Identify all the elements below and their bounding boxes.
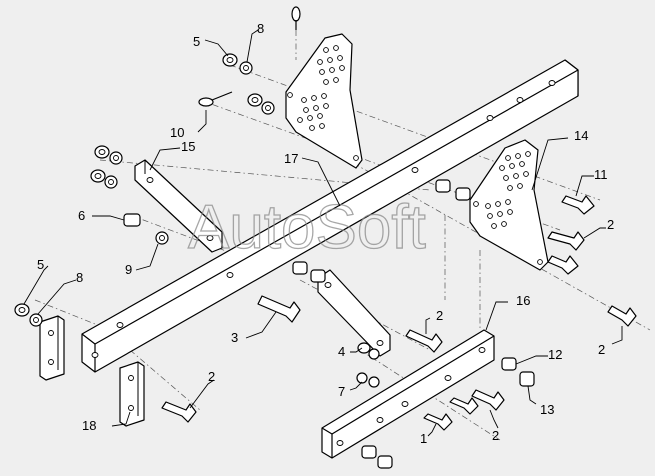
callout-11: 11 [594,167,608,182]
callout-17: 17 [284,151,298,166]
leader-lines [23,29,623,437]
triangular-plate-upper [285,33,363,169]
main-bar-17 [81,59,579,373]
callout-2-bottom-left: 2 [208,369,215,384]
callout-6: 6 [78,208,85,223]
callout-5-left: 5 [37,257,44,272]
callout-14: 14 [574,128,588,143]
pins [198,6,301,107]
triangular-plate-14 [469,139,549,271]
callout-12: 12 [548,347,562,362]
lower-bar-16 [321,329,495,459]
short-plate-15 [134,159,223,253]
bolts [161,195,637,431]
callout-5-top: 5 [193,34,200,49]
callout-8-top: 8 [257,21,264,36]
callout-8-left: 8 [76,270,83,285]
callout-2-far-right: 2 [598,342,605,357]
callout-9: 9 [125,262,132,277]
callout-2-right: 2 [607,217,614,232]
callout-18: 18 [82,418,96,433]
callout-16: 16 [516,293,530,308]
callout-labels: 1 2 2 2 2 2 3 4 5 5 6 7 8 8 9 10 11 12 1… [37,21,614,446]
callout-2-middle: 2 [436,308,443,323]
callout-13: 13 [540,402,554,417]
nuts-and-washers [14,53,535,469]
middle-plate [317,269,391,357]
callout-7: 7 [338,384,345,399]
small-plate-left [39,315,65,381]
callout-2-bottom-right: 2 [492,428,499,443]
callout-10: 10 [170,125,184,140]
callout-15: 15 [181,139,195,154]
callout-1: 1 [420,431,427,446]
callout-3: 3 [231,330,238,345]
watermark: AutoSoft [188,193,426,262]
small-plate-18 [119,361,145,427]
callout-4: 4 [338,344,345,359]
